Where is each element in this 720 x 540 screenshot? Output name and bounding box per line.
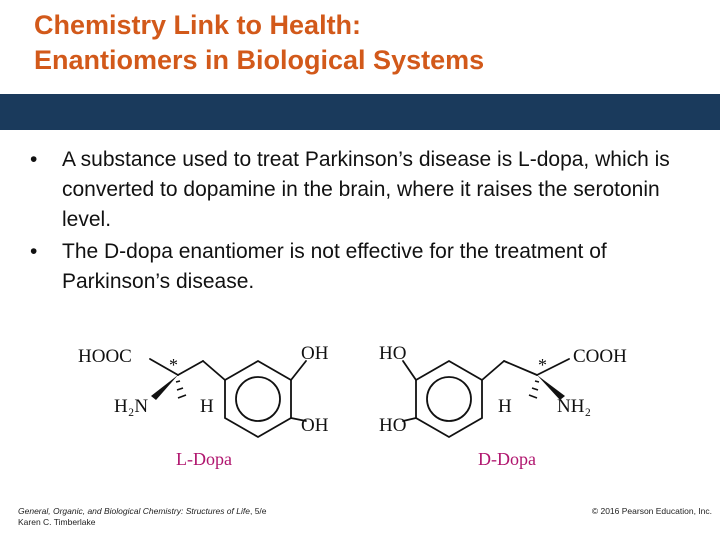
bond-ch2-chiral <box>503 360 538 376</box>
h2n-label: H₂N <box>114 396 148 417</box>
footer-copyright: © 2016 Pearson Education, Inc. <box>591 506 712 516</box>
h-label: H <box>498 396 512 417</box>
chiral-star: * <box>538 355 547 375</box>
bullet-dot-icon: • <box>30 148 38 171</box>
title-line-2: Enantiomers in Biological Systems <box>34 45 485 75</box>
h-label: H <box>200 396 214 417</box>
footer-author: Karen C. Timberlake <box>18 517 96 527</box>
aromatic-circle <box>426 376 472 422</box>
aromatic-circle <box>235 376 281 422</box>
title-line-1: Chemistry Link to Health: <box>34 10 362 40</box>
bond-ring-ho-top <box>402 360 417 381</box>
bond-ch2-chiral <box>177 360 204 376</box>
l-dopa-caption: L-Dopa <box>176 449 232 469</box>
bond-ring-ch2 <box>202 360 226 381</box>
wedge-bond-nh2 <box>537 375 565 400</box>
ho-bottom-label: HO <box>379 415 406 436</box>
bond-ring-ch2 <box>481 360 505 381</box>
slide-title: Chemistry Link to Health: Enantiomers in… <box>34 8 694 78</box>
bullet-item: • The D-dopa enantiomer is not effective… <box>26 237 686 297</box>
footer-book-title: General, Organic, and Biological Chemist… <box>18 506 250 516</box>
title-band <box>0 94 720 130</box>
bullet-text: The D-dopa enantiomer is not effective f… <box>62 240 607 293</box>
bond-ring-oh-top <box>290 360 307 381</box>
bond-ring-ho-bottom <box>402 417 417 422</box>
benzene-ring <box>415 359 483 439</box>
d-dopa-structure: HO HO * COOH H NH₂ D-Dopa <box>379 343 627 469</box>
cooh-label: COOH <box>573 346 627 367</box>
l-dopa-structure: HOOC * OH OH H₂N H L-Dopa <box>78 343 329 469</box>
bullet-list: • A substance used to treat Parkinson’s … <box>26 145 686 299</box>
bullet-item: • A substance used to treat Parkinson’s … <box>26 145 686 235</box>
d-dopa-caption: D-Dopa <box>478 449 536 469</box>
chiral-star: * <box>169 355 178 375</box>
bond-chiral-cooh <box>149 358 179 376</box>
bullet-text: A substance used to treat Parkinson’s di… <box>62 148 670 231</box>
footer-citation: General, Organic, and Biological Chemist… <box>18 506 348 528</box>
benzene-ring <box>224 359 292 439</box>
oh-bottom-label: OH <box>301 415 329 436</box>
footer-edition: , 5/e <box>249 506 267 516</box>
nh2-label: NH₂ <box>557 396 591 417</box>
hooc-label: HOOC <box>78 346 132 367</box>
hashed-bond-h <box>528 380 540 399</box>
oh-top-label: OH <box>301 343 329 364</box>
bullet-dot-icon: • <box>30 240 38 263</box>
hashed-bond-h <box>175 380 187 399</box>
bond-ring-oh-bottom <box>290 417 307 422</box>
ho-top-label: HO <box>379 343 406 364</box>
wedge-bond-nh2 <box>151 375 178 400</box>
bond-chiral-cooh <box>536 358 570 376</box>
